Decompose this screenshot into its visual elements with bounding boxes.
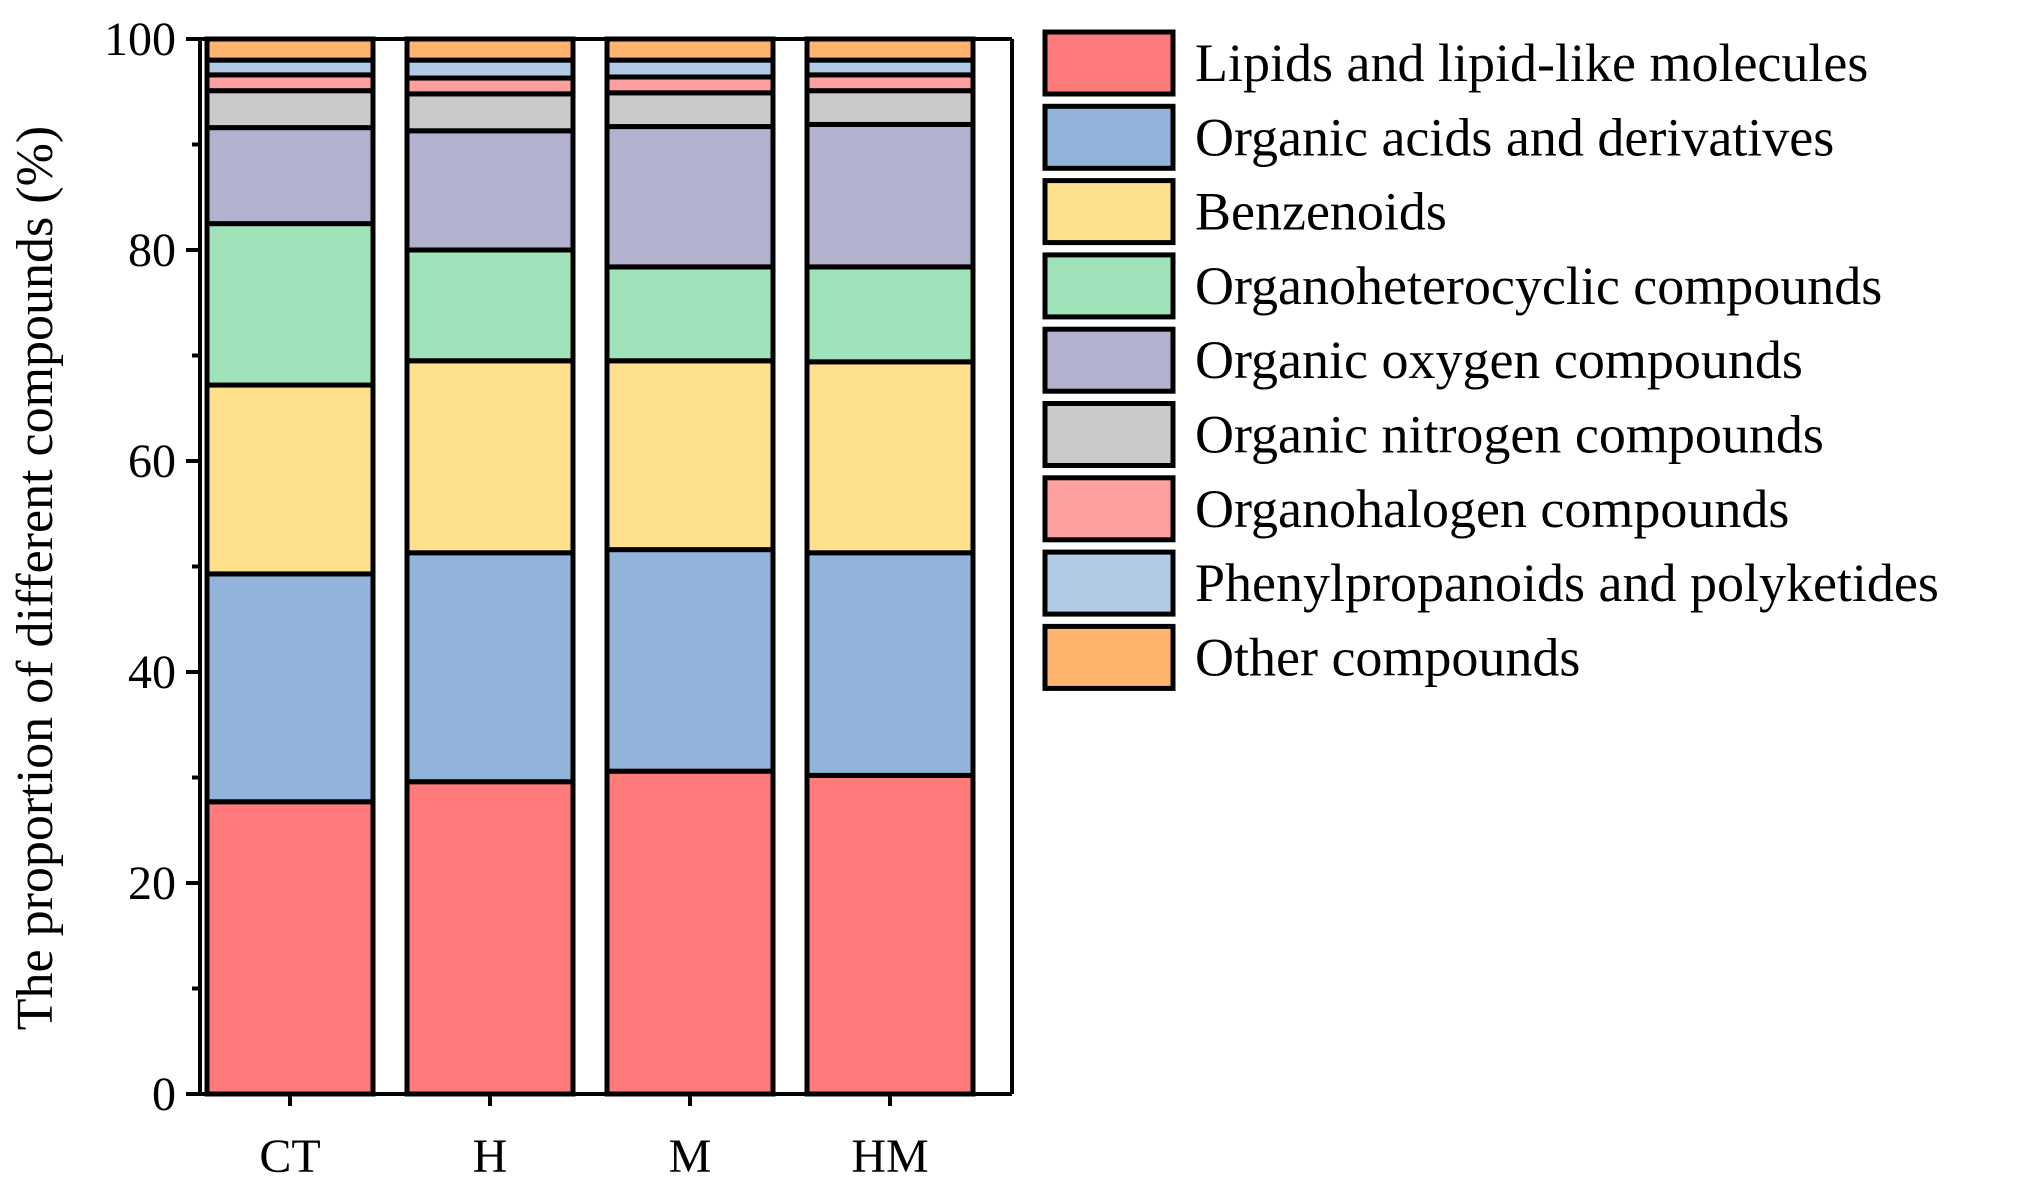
legend-swatch [1042,178,1176,246]
legend-item: Organic nitrogen compounds [1042,401,1824,468]
bar-segment-m-8 [604,36,776,63]
legend-swatch [1042,475,1176,543]
bar-segment-h-0 [404,779,576,1097]
y-tick-label: 60 [128,435,176,488]
bar-segment-ct-8 [204,36,376,63]
bar-segment-ct-0 [204,799,376,1097]
legend-item: Lipids and lipid-like molecules [1042,29,1868,97]
y-tick-label: 0 [152,1068,176,1121]
bar-segment-m-5 [604,90,776,130]
legend-label: Organic oxygen compounds [1195,330,1803,390]
bar-segment-h-5 [404,91,576,134]
legend-swatch [1042,252,1176,320]
legend-label: Organic nitrogen compounds [1195,405,1824,465]
bar-segment-h-3 [404,247,576,364]
x-tick-label: H [473,1130,508,1183]
bar-segment-h-1 [404,550,576,785]
legend-swatch [1042,401,1176,468]
legend-label: Organoheterocyclic compounds [1195,256,1882,316]
legend-swatch [1042,326,1176,394]
bar-segment-hm-4 [804,121,976,270]
bar-segment-m-7 [604,57,776,80]
legend-item: Phenylpropanoids and polyketides [1042,549,1939,617]
legend-label: Phenylpropanoids and polyketides [1195,553,1939,613]
bar-segment-hm-8 [804,36,976,63]
bar-segment-h-8 [404,36,576,63]
legend-label: Organohalogen compounds [1195,479,1789,539]
y-tick-label: 20 [128,857,176,910]
legend-label: Benzenoids [1195,182,1447,242]
x-tick-label: CT [259,1130,320,1183]
bar-segment-ct-4 [204,125,376,227]
y-axis-title: The proportion of different compounds (%… [7,126,64,1030]
bar-group-m [604,36,776,1097]
y-tick-label: 80 [128,224,176,277]
bar-segment-hm-1 [804,550,976,778]
x-tick-label: HM [851,1130,928,1183]
bar-segment-h-4 [404,128,576,253]
legend-label: Other compounds [1195,627,1580,687]
legend-item: Benzenoids [1042,178,1447,246]
bar-group-h [404,36,576,1097]
bar-group-hm [804,36,976,1097]
legend-swatch [1042,103,1176,171]
bar-segment-hm-2 [804,359,976,556]
bar-segment-ct-5 [204,88,376,131]
legend-swatch [1042,29,1176,97]
legend-swatch [1042,549,1176,617]
legend-label: Lipids and lipid-like molecules [1195,33,1868,93]
bar-segment-m-2 [604,358,776,553]
legend-item: Organohalogen compounds [1042,475,1789,543]
bar-segment-ct-1 [204,571,376,805]
bar-group-ct [204,36,376,1097]
bar-segment-h-7 [404,57,576,81]
legend-item: Other compounds [1042,623,1580,691]
bar-segment-ct-2 [204,382,376,577]
y-tick-label: 100 [104,13,176,66]
legend-item: Organoheterocyclic compounds [1042,252,1882,320]
bar-segment-hm-0 [804,772,976,1097]
bar-segment-m-4 [604,124,776,270]
legend-label: Organic acids and derivatives [1195,107,1834,167]
bar-segment-hm-5 [804,88,976,127]
y-tick-label: 40 [128,646,176,699]
x-tick-label: M [669,1130,712,1183]
bar-segment-ct-3 [204,221,376,388]
bar-segment-h-2 [404,358,576,556]
bar-segment-hm-3 [804,264,976,365]
legend-item: Organic oxygen compounds [1042,326,1803,394]
bar-segment-m-0 [604,768,776,1097]
legend-item: Organic acids and derivatives [1042,103,1834,171]
bar-segment-m-3 [604,264,776,364]
bar-segment-m-1 [604,547,776,774]
legend-swatch [1042,623,1176,691]
